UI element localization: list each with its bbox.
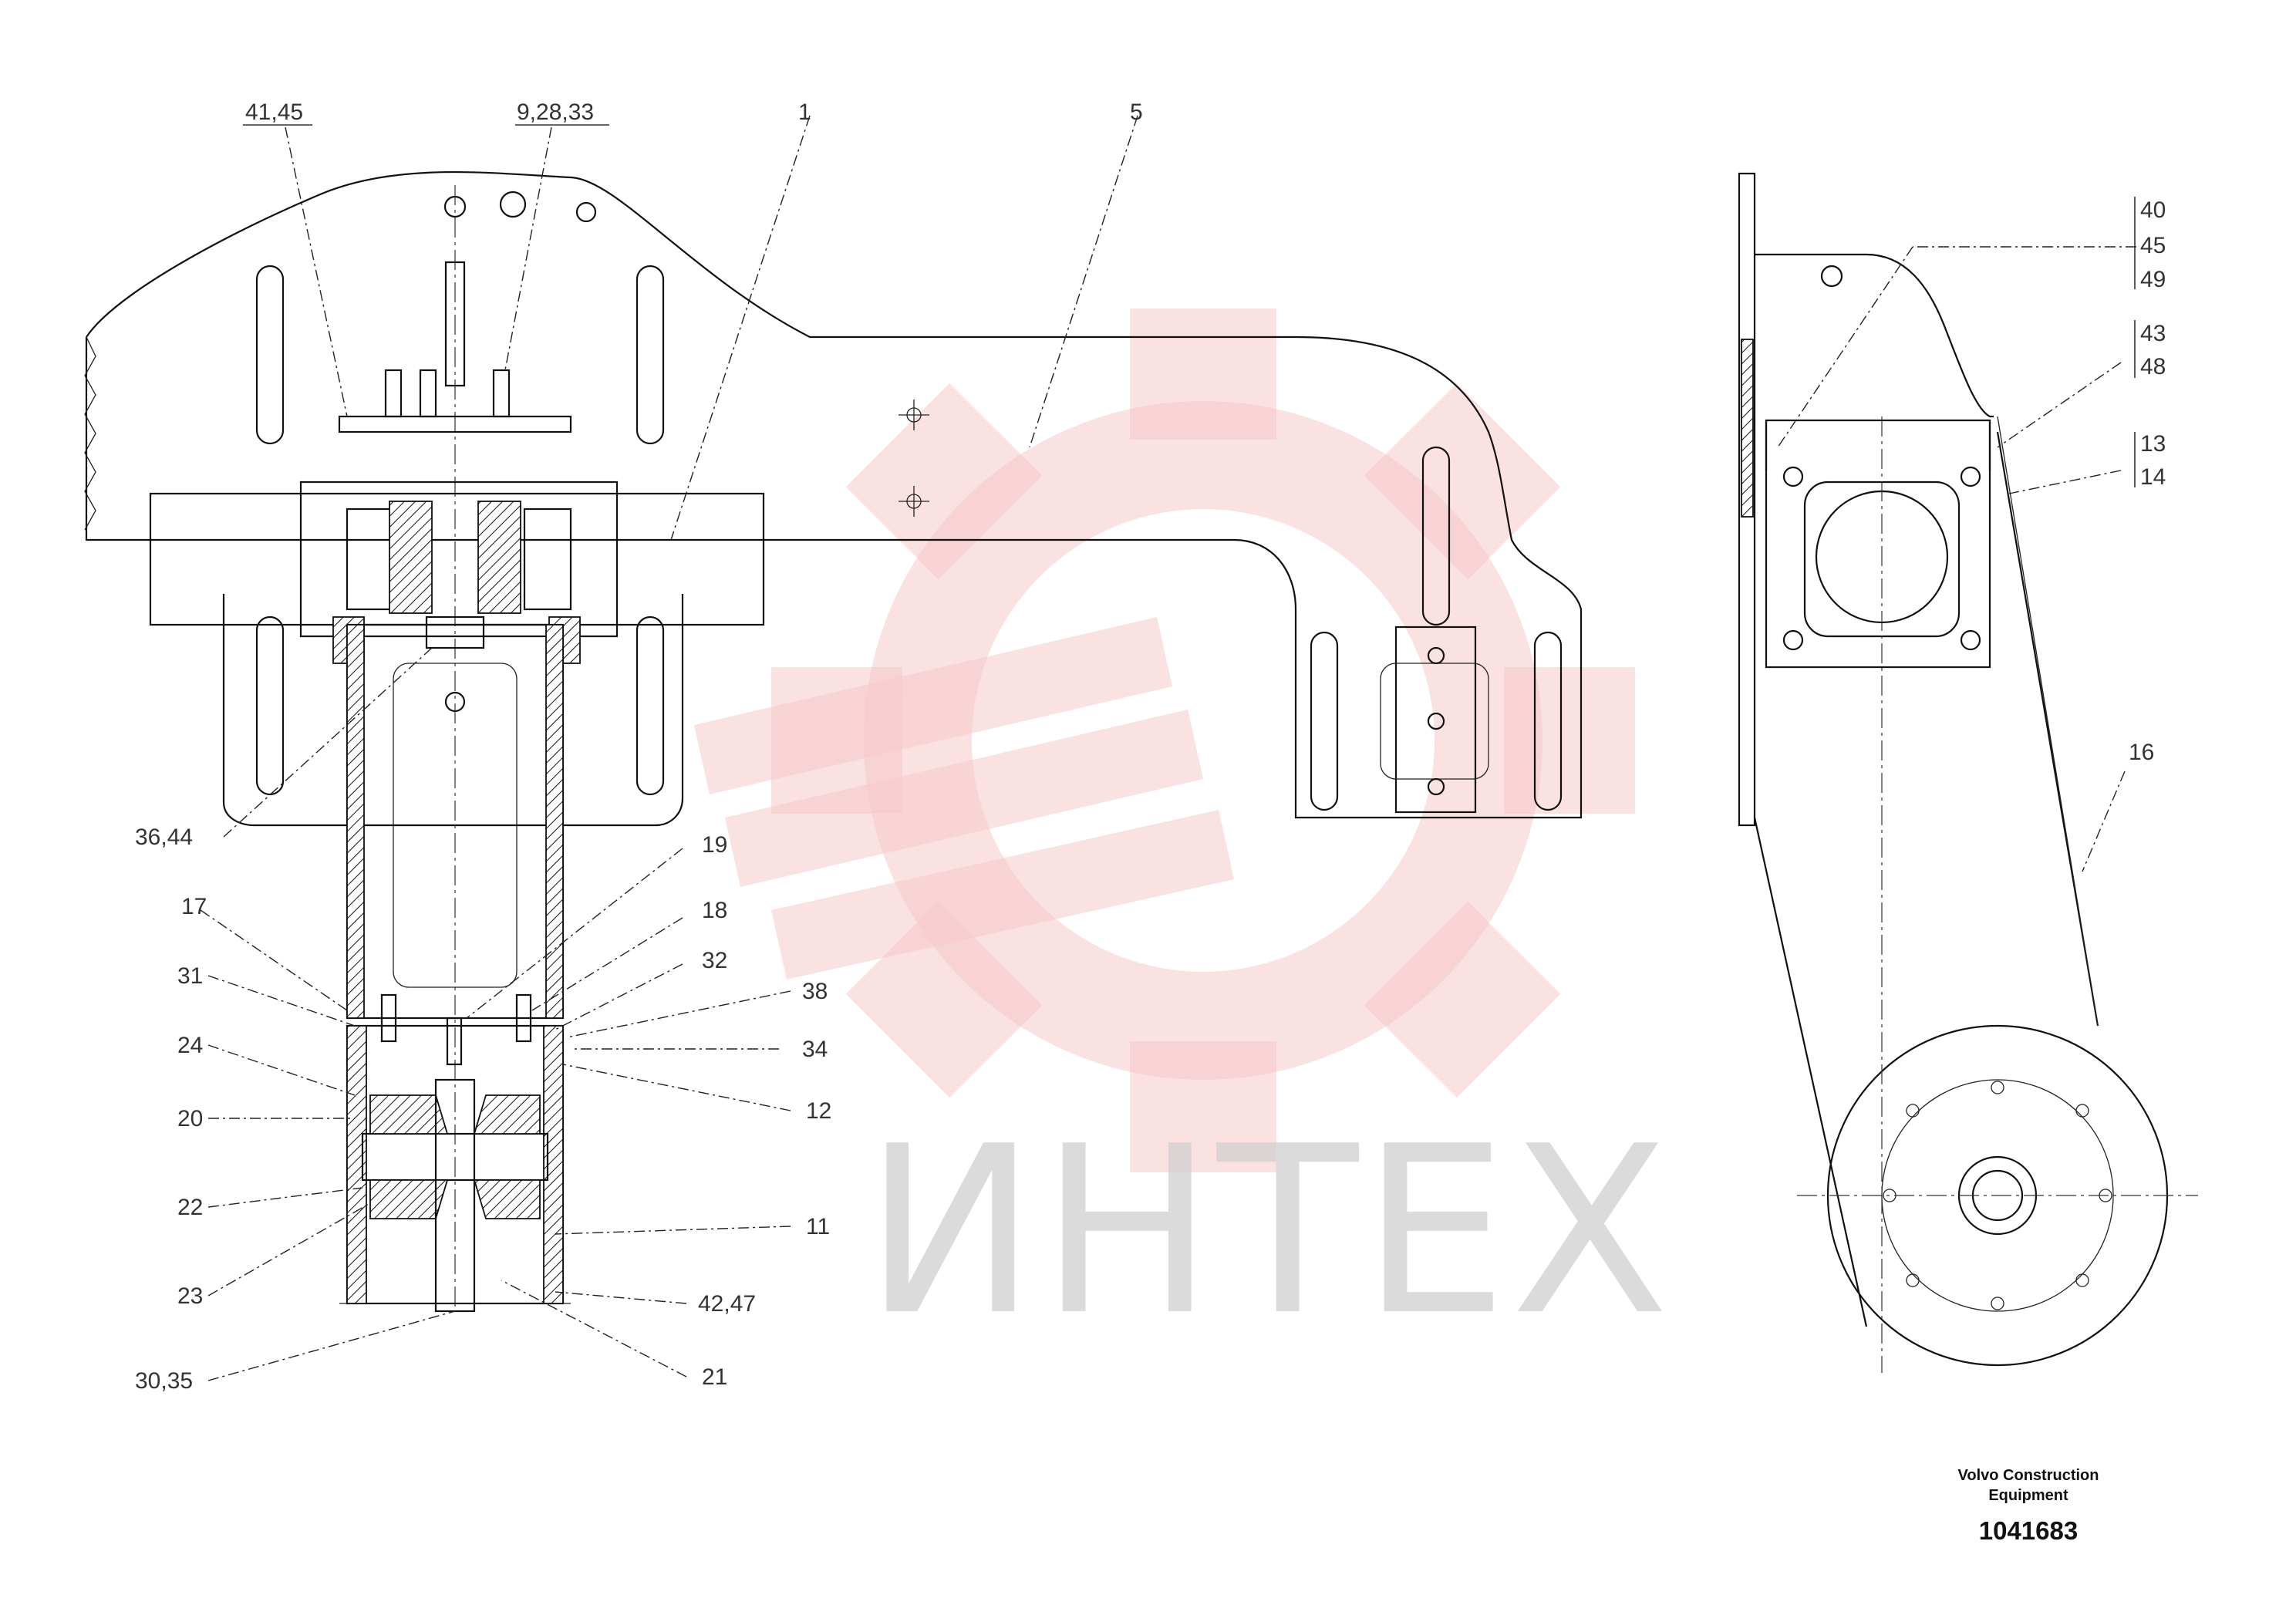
watermark-gear-icon (694, 309, 1635, 1172)
title-block: Volvo Construction Equipment 1041683 (1913, 1465, 2144, 1546)
callout-40: 40 (2140, 197, 2166, 223)
callout-1: 1 (798, 99, 811, 125)
callout-48: 48 (2140, 354, 2166, 379)
watermark-text: ИНТЕХ (864, 1097, 1672, 1366)
callout-13: 13 (2140, 431, 2166, 457)
callout-42-47: 42,47 (698, 1291, 756, 1317)
callout-21: 21 (702, 1364, 727, 1390)
callout-12: 12 (806, 1098, 831, 1124)
callout-16: 16 (2129, 740, 2154, 765)
callout-17: 17 (181, 894, 207, 919)
callout-41-45: 41,45 (245, 99, 303, 125)
callout-leaders (200, 115, 2136, 1381)
callout-5: 5 (1130, 99, 1143, 125)
part-number: 1041683 (1978, 1516, 2079, 1545)
callout-36-44: 36,44 (135, 824, 193, 850)
side-view (1738, 172, 2198, 1373)
callout-34: 34 (802, 1037, 828, 1062)
callout-22: 22 (177, 1195, 203, 1220)
callout-11: 11 (806, 1214, 830, 1239)
front-view (84, 170, 1583, 1313)
callout-31: 31 (177, 963, 203, 989)
callout-18: 18 (702, 898, 727, 923)
watermark: ИНТЕХ (694, 309, 1672, 1366)
callout-9-28-33: 9,28,33 (517, 99, 594, 125)
callout-20: 20 (177, 1106, 203, 1131)
callout-45: 45 (2140, 233, 2166, 258)
company-name-line-2: Equipment (1988, 1487, 2068, 1504)
callout-43: 43 (2140, 321, 2166, 346)
callout-19: 19 (702, 832, 727, 858)
callout-32: 32 (702, 948, 727, 973)
callout-14: 14 (2140, 464, 2166, 490)
callout-30-35: 30,35 (135, 1368, 193, 1394)
callout-labels: 41,45 9,28,33 1 5 36,44 19 17 18 31 32 3… (135, 99, 2166, 1394)
callout-24: 24 (177, 1033, 203, 1058)
callout-38: 38 (802, 979, 828, 1004)
callout-23: 23 (177, 1283, 203, 1309)
callout-49: 49 (2140, 267, 2166, 292)
company-name-line-1: Volvo Construction (1957, 1467, 2099, 1484)
